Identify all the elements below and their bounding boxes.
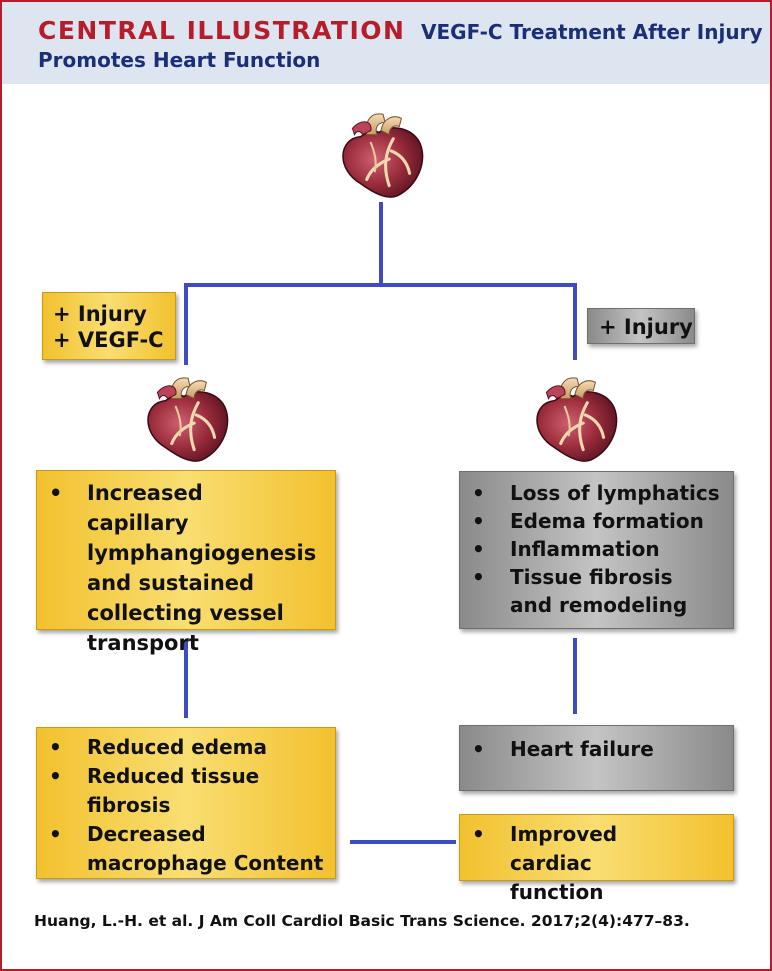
figure-title-line1: VEGF-C Treatment After Injury (421, 20, 763, 44)
condition-injury-vegfc: + Injury + VEGF-C (42, 292, 176, 360)
improved-function-box: •Improved cardiac function (459, 814, 734, 904)
left-effects-box: • Increased capillary lymphangiogenesis … (36, 470, 336, 655)
list-item: •Decreased macrophage Content (49, 822, 324, 875)
list-item: •Loss of lymphatics (472, 481, 720, 505)
figure-header: CENTRAL ILLUSTRATION VEGF-C Treatment Af… (2, 2, 770, 84)
condition-injury: + Injury (587, 308, 695, 344)
heart-icon-injury-only (535, 376, 619, 463)
list-item: •Heart failure (472, 737, 654, 761)
lymphangiogenesis-text: Increased capillary lymphangiogenesis an… (87, 481, 317, 655)
left-outcomes-box: •Reduced edema •Reduced tissue fibrosis … (36, 727, 336, 879)
list-item: •Tissue fibrosis and remodeling (472, 565, 688, 617)
condition-label: + VEGF-C (53, 328, 164, 352)
right-effects-box: •Loss of lymphatics •Edema formation •In… (459, 471, 734, 629)
heart-failure-box: •Heart failure (459, 725, 734, 791)
figure-title-line2: Promotes Heart Function (38, 48, 321, 72)
list-item: • Increased capillary lymphangiogenesis … (49, 481, 317, 655)
list-item: •Improved cardiac function (472, 822, 618, 904)
list-item: •Edema formation (472, 509, 704, 533)
list-item: •Reduced tissue fibrosis (49, 764, 260, 817)
list-item: •Inflammation (472, 537, 660, 561)
citation: Huang, L.-H. et al. J Am Coll Cardiol Ba… (34, 912, 690, 930)
central-illustration-kicker: CENTRAL ILLUSTRATION (38, 16, 406, 45)
heart-icon (341, 112, 425, 199)
heart-icon-injury-vegfc (146, 376, 230, 463)
condition-label: + Injury (53, 302, 147, 326)
list-item: •Reduced edema (49, 735, 267, 759)
